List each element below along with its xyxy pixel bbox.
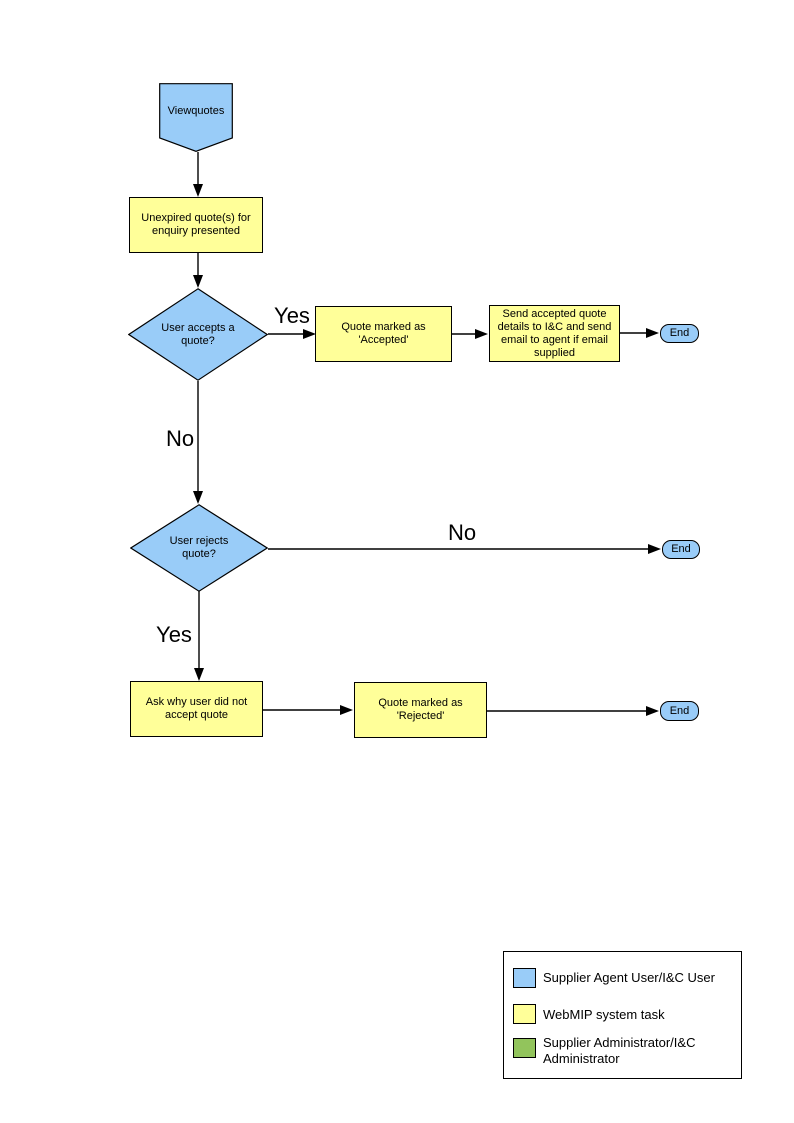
arrowhead (340, 705, 353, 715)
decision-reject-quote-label: User rejects quote? (169, 535, 229, 560)
diamond-outline (128, 288, 268, 381)
task-ask-why-label: Ask why user did not accept quote (145, 696, 248, 721)
arrowhead (193, 184, 203, 197)
task-ask-why: Ask why user did not accept quote (130, 681, 263, 737)
legend-label-supplier-admin: Supplier Administrator/I&C Administrator (543, 1035, 696, 1066)
task-present-quotes: Unexpired quote(s) for enquiry presented (129, 197, 263, 253)
edge-label-reject-no: No (447, 520, 477, 545)
decision-reject-quote: User rejects quote? (130, 504, 268, 592)
end-node-reject: End (660, 701, 699, 721)
arrowhead (194, 668, 204, 681)
pentagon-shape (159, 83, 233, 152)
task-mark-accepted: Quote marked as 'Accepted' (315, 306, 452, 362)
arrowhead (303, 329, 316, 339)
legend-label-supplier-agent: Supplier Agent User/I&C User (543, 970, 715, 985)
edge-label-reject-yes: Yes (156, 622, 192, 647)
task-mark-rejected-label: Quote marked as 'Rejected' (378, 697, 463, 722)
diamond-shape (130, 504, 268, 592)
end-label: End (671, 543, 691, 555)
legend-swatch-supplier-agent (513, 968, 536, 988)
task-send-details-label: Send accepted quote details to I&C and s… (497, 307, 612, 359)
legend-box: Supplier Agent User/I&C User WebMIP syst… (503, 951, 742, 1079)
task-mark-rejected: Quote marked as 'Rejected' (354, 682, 487, 738)
task-mark-accepted-label: Quote marked as 'Accepted' (341, 321, 426, 346)
end-node-no-reject: End (662, 540, 700, 559)
arrowhead (193, 491, 203, 504)
end-label: End (669, 327, 690, 339)
legend-swatch-webmip-task (513, 1004, 536, 1024)
edge-label-accept-yes: Yes (274, 303, 310, 328)
end-label: End (669, 704, 690, 717)
edge-label-accept-no: No (165, 426, 195, 451)
legend-swatch-supplier-admin (513, 1038, 536, 1058)
pentagon-outline (159, 83, 233, 152)
legend-label-webmip-task: WebMIP system task (543, 1007, 665, 1022)
start-label: Viewquotes (167, 105, 225, 117)
task-send-details: Send accepted quote details to I&C and s… (489, 305, 620, 362)
arrowhead (193, 275, 203, 288)
diamond-shape (128, 288, 268, 381)
arrowhead (646, 328, 659, 338)
arrowhead (475, 329, 488, 339)
arrowhead (648, 544, 661, 554)
decision-accept-quote: User accepts a quote? (128, 288, 268, 381)
task-present-quotes-label: Unexpired quote(s) for enquiry presented (141, 212, 251, 237)
end-node-accept: End (660, 324, 699, 343)
arrowhead (646, 706, 659, 716)
diamond-outline (130, 504, 268, 592)
decision-accept-quote-label: User accepts a quote? (161, 321, 235, 347)
start-node: Viewquotes (159, 83, 233, 152)
